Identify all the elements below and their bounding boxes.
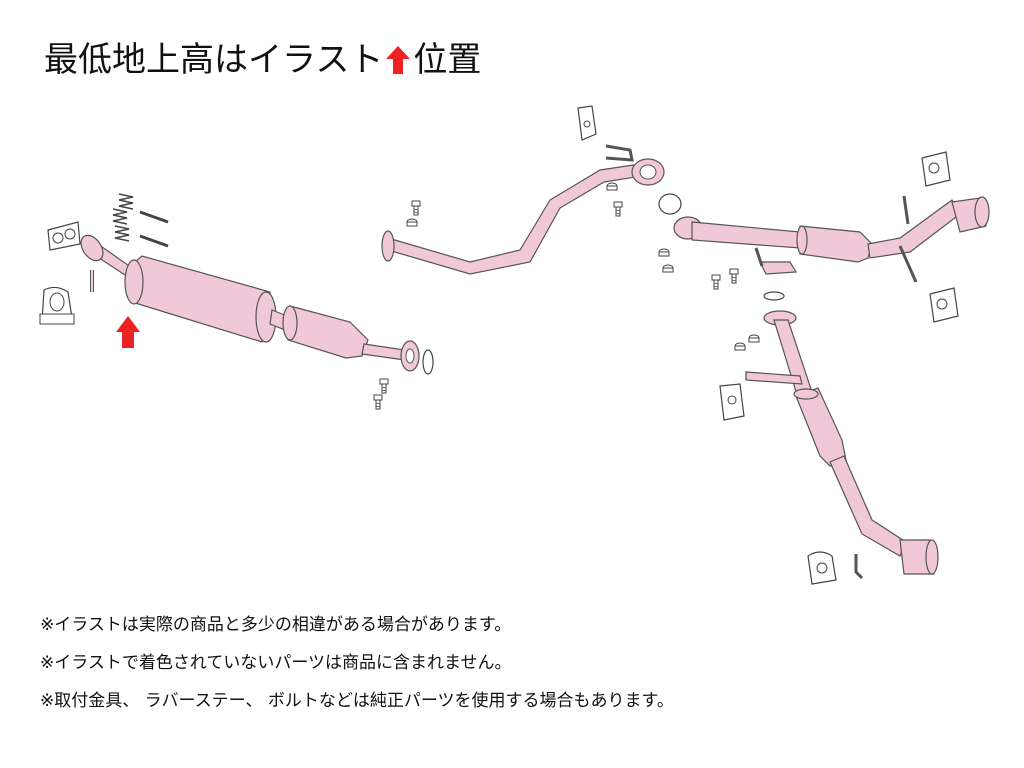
rubber-hanger-icon [807,551,837,585]
rubber-hanger-icon [47,221,81,251]
disclaimer-notes: ※イラストは実際の商品と多少の相違がある場合があります。 ※イラストで着色されて… [40,612,674,726]
right-upper-hardware [921,151,959,323]
page-title: 最低地上高はイラスト位置 [44,36,481,88]
disclaimer-note: ※イラストは実際の商品と多少の相違がある場合があります。 [40,615,512,635]
left-hardware [39,193,389,410]
title-text-suffix: 位置 [413,40,482,80]
center-gasket [658,193,682,215]
disclaimer-note: ※取付金具、 ラバーステー、 ボルトなどは純正パーツを使用する場合もあります。 [40,691,674,711]
disclaimer-note: ※イラストで着色されていないパーツは商品に含まれません。 [40,653,512,673]
ground-clearance-arrow-icon [116,316,140,348]
title-text: 最低地上高はイラスト [44,40,384,80]
front-pipe [381,105,682,275]
right-lower-hardware [719,383,837,585]
right-upper-pipe-assembly [673,195,990,283]
rubber-hanger-icon [39,286,75,325]
left-gasket [422,349,434,375]
rubber-hanger-icon [929,287,959,323]
left-flange [80,234,104,262]
title-up-arrow-icon [385,40,411,88]
right-lower-pipe-assembly [745,310,939,580]
rubber-hanger-icon [921,151,951,187]
sensor-bracket-icon [577,105,597,141]
rubber-hanger-icon [719,383,745,421]
center-hardware [406,182,785,351]
left-muffler-assembly [80,234,434,375]
